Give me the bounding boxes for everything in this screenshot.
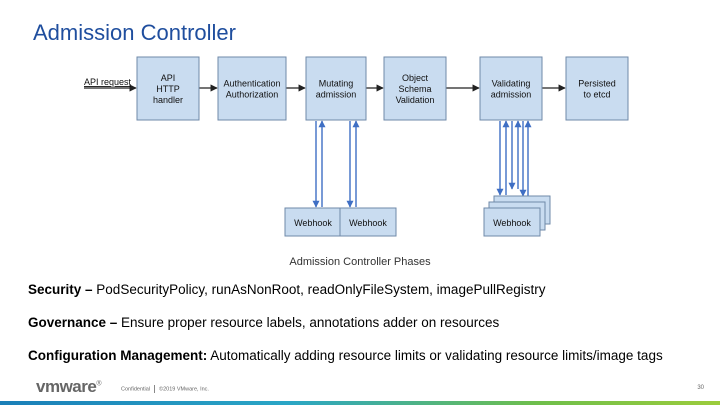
- webhook-boxes: Webhook Webhook Webhook: [284, 195, 551, 237]
- vmware-logo: vmware®: [36, 377, 101, 396]
- footer-confidential: Confidential ©2019 VMware, Inc.: [121, 385, 209, 393]
- webhook-links: [312, 120, 532, 208]
- bullet-label: Security –: [28, 282, 93, 297]
- bullet-text: Automatically adding resource limits or …: [207, 348, 663, 363]
- stage-box: [565, 56, 629, 121]
- footer-gradient-bar: [0, 401, 720, 405]
- stage-label: Authorization: [226, 90, 279, 100]
- copyright-label: ©2019 VMware, Inc.: [159, 386, 209, 393]
- webhook-label: Webhook: [493, 218, 531, 228]
- page-number: 30: [697, 385, 704, 391]
- webhook-box: [284, 207, 342, 237]
- mutating-webhook-link-1: [312, 120, 326, 208]
- stage-label: Validation: [396, 95, 435, 105]
- bullet-label: Configuration Management:: [28, 348, 208, 363]
- webhook-mutating-1: Webhook: [284, 207, 342, 237]
- mutating-webhook-link-2: [346, 120, 360, 208]
- stage-label: Validating: [492, 79, 531, 89]
- webhook-box: [339, 207, 397, 237]
- stage-label: handler: [153, 95, 183, 105]
- validating-webhook-link-3: [519, 120, 532, 197]
- webhook-label: Webhook: [294, 218, 332, 228]
- stage-label: admission: [491, 90, 532, 100]
- stage-box: [136, 56, 200, 121]
- bullet-label: Governance –: [28, 315, 118, 330]
- stage-box: [383, 56, 447, 121]
- stage-label: API: [161, 73, 176, 83]
- webhook-mutating-2: Webhook: [339, 207, 397, 237]
- stage-label: Authentication: [223, 79, 280, 89]
- confidential-label: Confidential: [121, 386, 151, 393]
- diagram-caption: Admission Controller Phases: [289, 256, 431, 268]
- api-request-label: API request: [84, 77, 132, 87]
- validating-webhook-link-2: [508, 120, 522, 190]
- webhook-label: Webhook: [349, 218, 387, 228]
- stage-box: [217, 56, 287, 121]
- stage-label: to etcd: [583, 90, 610, 100]
- webhook-box: [483, 207, 541, 237]
- webhook-validating-stack: Webhook: [483, 195, 551, 237]
- bullet-governance: Governance – Ensure proper resource labe…: [28, 315, 499, 330]
- validating-webhook-link-1: [496, 120, 510, 196]
- slide-title: Admission Controller: [33, 20, 236, 45]
- bullet-security: Security – PodSecurityPolicy, runAsNonRo…: [28, 282, 545, 297]
- bullet-text: Ensure proper resource labels, annotatio…: [117, 315, 500, 330]
- bullet-config-management: Configuration Management: Automatically …: [28, 348, 663, 363]
- stage-box: [479, 56, 543, 121]
- stage-label: HTTP: [156, 84, 180, 94]
- stage-label: Object: [402, 73, 429, 83]
- brand-wordmark: vmware: [36, 377, 97, 396]
- stage-label: Schema: [398, 84, 431, 94]
- stage-label: admission: [316, 90, 357, 100]
- stage-label: Mutating: [319, 79, 354, 89]
- stage-label: Persisted: [578, 79, 616, 89]
- stage-box: [305, 56, 367, 121]
- bullet-text: PodSecurityPolicy, runAsNonRoot, readOnl…: [92, 282, 546, 297]
